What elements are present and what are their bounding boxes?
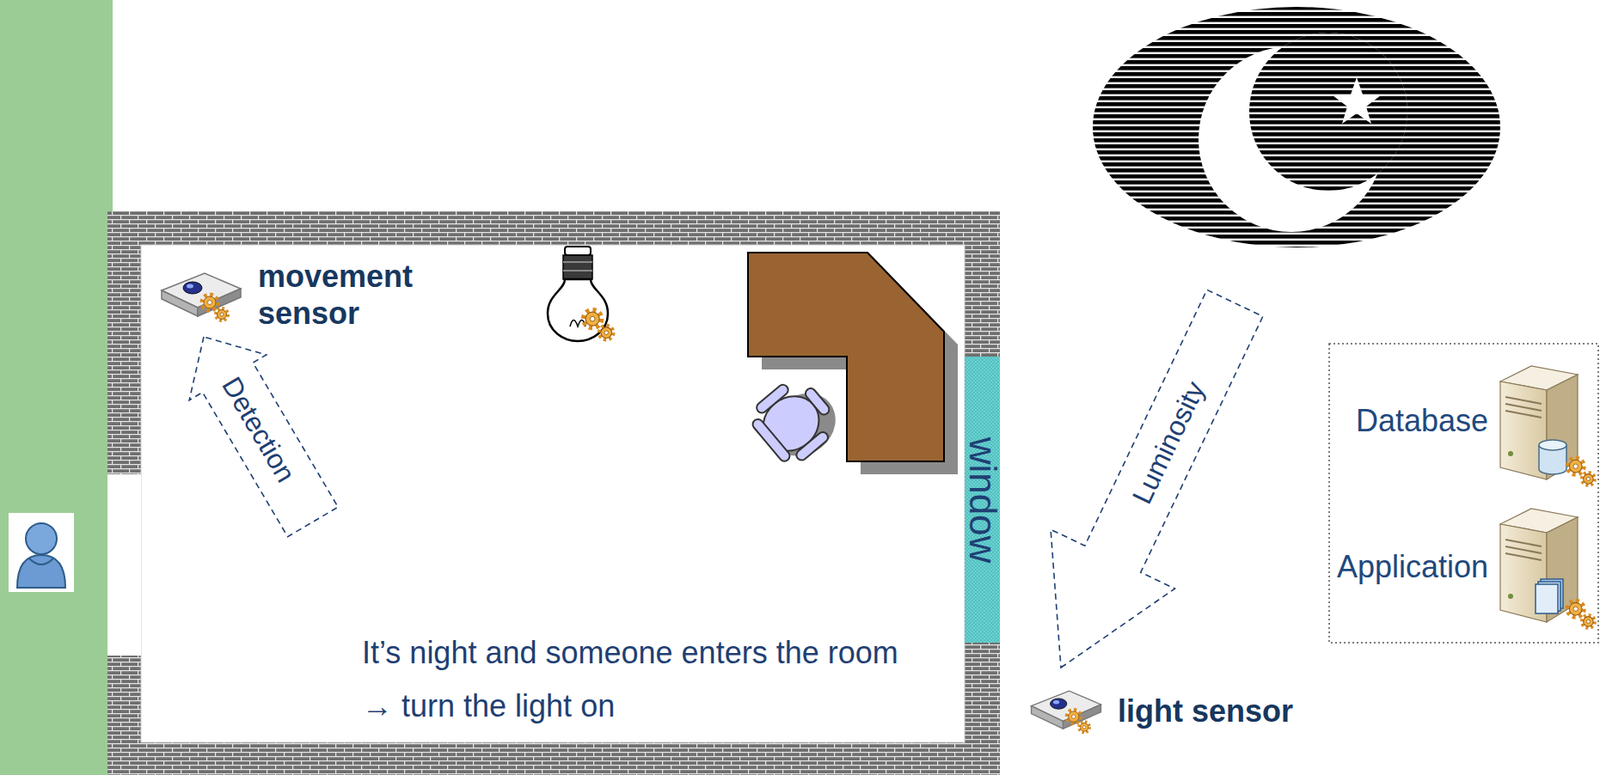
node-text: Application <box>1336 548 1489 586</box>
server-group <box>1329 343 1599 644</box>
application-server <box>1500 508 1595 629</box>
window-label: window <box>960 437 1006 564</box>
node-text: Database <box>1355 402 1489 440</box>
side-band <box>0 0 113 775</box>
detection-arrow <box>165 314 351 546</box>
movement-sensor-icon <box>161 273 241 321</box>
night-moon <box>1092 6 1501 248</box>
arrow-label: Luminosity <box>1125 376 1212 509</box>
room-walls <box>107 211 1000 775</box>
server-label: Application <box>1336 548 1489 586</box>
arrow-label: Detection <box>214 371 302 489</box>
scenario-note: → turn the light on <box>361 687 615 725</box>
light-bulb <box>547 246 614 342</box>
sensor-label: movement sensor <box>257 257 413 332</box>
node-text: movement sensor <box>257 257 413 332</box>
chair <box>743 368 848 473</box>
luminosity-arrow <box>999 273 1298 698</box>
light-sensor-icon <box>1031 691 1102 733</box>
node-text: light sensor <box>1117 692 1294 730</box>
desk <box>747 252 958 475</box>
sensor-label: light sensor <box>1117 692 1294 730</box>
database-server <box>1500 366 1595 486</box>
scenario-note: It’s night and someone enters the room <box>361 634 899 672</box>
person-icon <box>8 513 74 593</box>
server-label: Database <box>1355 402 1489 440</box>
